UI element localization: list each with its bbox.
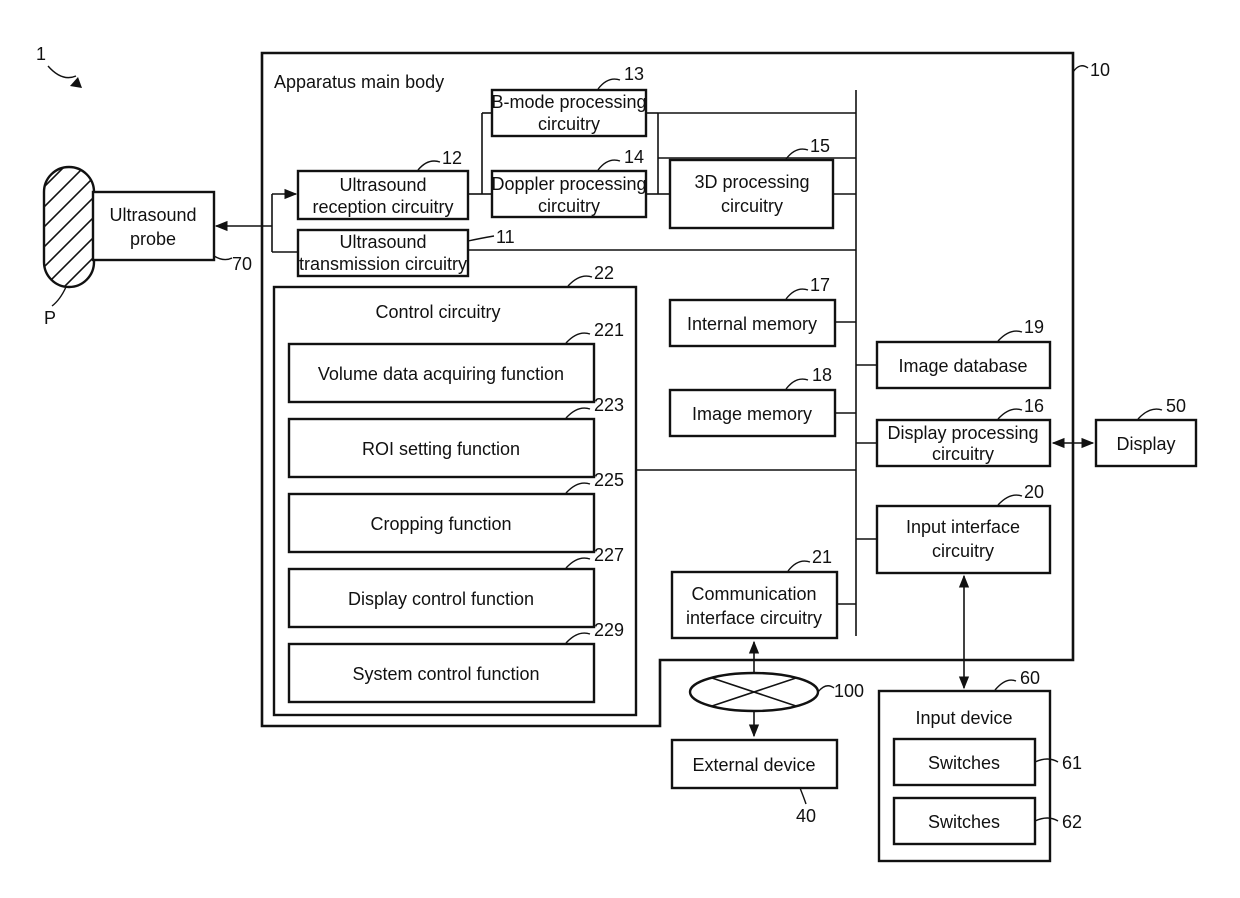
ultrasound-probe-box [93, 192, 214, 260]
function-225-ref: 225 [594, 470, 624, 490]
3d-ref: 15 [810, 136, 830, 156]
function-229-label: System control function [352, 664, 539, 684]
display-label: Display [1116, 434, 1175, 454]
communication-interface-box [672, 572, 837, 638]
control-ref: 22 [594, 263, 614, 283]
tx-ref-leader [468, 236, 494, 241]
function-221-ref: 221 [594, 320, 624, 340]
internal-memory-label: Internal memory [687, 314, 817, 334]
input-interface-line1: Input interface [906, 517, 1020, 537]
switches-62-ref: 62 [1062, 812, 1082, 832]
function-223-ref: 223 [594, 395, 624, 415]
doppler-ref: 14 [624, 147, 644, 167]
figure-ref-leader [48, 66, 76, 78]
display-ref: 50 [1166, 396, 1186, 416]
doppler-line1: Doppler processing [491, 174, 646, 194]
function-221-label: Volume data acquiring function [318, 364, 564, 384]
switches-62-label: Switches [928, 812, 1000, 832]
image-memory-ref: 18 [812, 365, 832, 385]
tx-ref: 11 [496, 227, 515, 247]
image-database-label: Image database [898, 356, 1027, 376]
probe-label-line1: Ultrasound [109, 205, 196, 225]
network-ref-leader [818, 686, 834, 692]
function-227-ref: 227 [594, 545, 624, 565]
comm-ref: 21 [812, 547, 832, 567]
comm-ref-leader [788, 561, 810, 571]
bmode-ref: 13 [624, 64, 644, 84]
probe-ref: 70 [232, 254, 252, 274]
switches-61-label: Switches [928, 753, 1000, 773]
rx-ref: 12 [442, 148, 462, 168]
input-device-ref: 60 [1020, 668, 1040, 688]
subject-ref: P [44, 308, 56, 328]
apparatus-main-body-label: Apparatus main body [274, 72, 444, 92]
figure-ref-label: 1 [36, 44, 46, 64]
probe-label-line2: probe [130, 229, 176, 249]
external-device-ref: 40 [796, 806, 816, 826]
probe-ref-leader [214, 256, 232, 260]
input-interface-line2: circuitry [932, 541, 994, 561]
internal-memory-ref: 17 [810, 275, 830, 295]
tx-line2: transmission circuitry [299, 254, 467, 274]
input-interface-ref-leader [998, 495, 1022, 505]
comm-line2: interface circuitry [686, 608, 822, 628]
bmode-line1: B-mode processing [491, 92, 646, 112]
control-circuitry-label: Control circuitry [375, 302, 500, 322]
display-processing-line1: Display processing [887, 423, 1038, 443]
switches-61-ref: 61 [1062, 753, 1082, 773]
input-device-ref-leader [995, 680, 1016, 690]
network-ref: 100 [834, 681, 864, 701]
3d-processing-box [670, 160, 833, 228]
3d-line1: 3D processing [694, 172, 809, 192]
bmode-line2: circuitry [538, 114, 600, 134]
input-interface-ref: 20 [1024, 482, 1044, 502]
function-223-label: ROI setting function [362, 439, 520, 459]
image-database-ref: 19 [1024, 317, 1044, 337]
function-229-ref: 229 [594, 620, 624, 640]
image-database-ref-leader [998, 331, 1022, 341]
display-processing-ref: 16 [1024, 396, 1044, 416]
doppler-ref-leader [598, 160, 620, 170]
bmode-ref-leader [598, 79, 620, 89]
figure-ref-marker: 1 [36, 44, 82, 88]
doppler-line2: circuitry [538, 196, 600, 216]
image-memory-label: Image memory [692, 404, 812, 424]
rx-ref-leader [418, 161, 440, 170]
rx-line1: Ultrasound [339, 175, 426, 195]
control-ref-leader [568, 276, 592, 286]
tx-line1: Ultrasound [339, 232, 426, 252]
external-device-label: External device [692, 755, 815, 775]
rx-line2: reception circuitry [312, 197, 453, 217]
input-device-label: Input device [915, 708, 1012, 728]
3d-line2: circuitry [721, 196, 783, 216]
comm-line1: Communication [691, 584, 816, 604]
external-device-ref-leader [800, 788, 806, 804]
function-227-label: Display control function [348, 589, 534, 609]
image-memory-ref-leader [786, 379, 808, 389]
main-body-ref-leader [1073, 66, 1088, 72]
display-processing-ref-leader [998, 409, 1022, 419]
subject-ref-leader [52, 287, 66, 306]
figure-ref-arrowhead [70, 77, 82, 88]
internal-memory-ref-leader [786, 289, 808, 299]
display-ref-leader [1138, 409, 1162, 419]
function-225-label: Cropping function [370, 514, 511, 534]
main-body-ref: 10 [1090, 60, 1110, 80]
display-processing-line2: circuitry [932, 444, 994, 464]
